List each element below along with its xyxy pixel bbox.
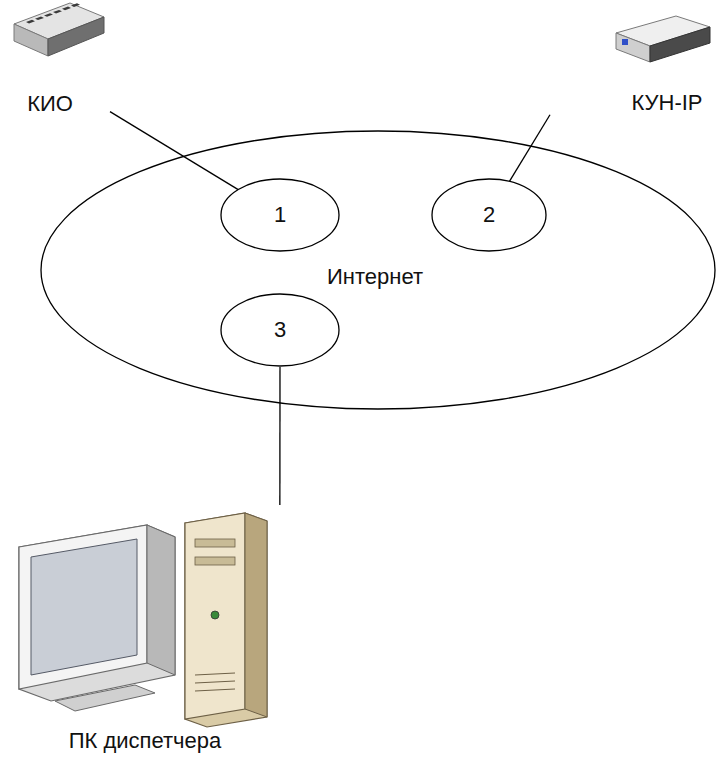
icon-part xyxy=(195,689,235,691)
ellipse-shape xyxy=(221,179,339,251)
port xyxy=(71,3,80,7)
callout-number: 3 xyxy=(274,317,286,342)
label-box: КУН-IP xyxy=(631,90,702,115)
kio-icon xyxy=(10,0,110,70)
icon-part xyxy=(245,513,267,717)
callout-number: 1 xyxy=(274,202,286,227)
device-node: КИО xyxy=(10,0,110,124)
node-label: КУН-IP xyxy=(631,90,702,115)
label-box: Интернет xyxy=(327,264,423,289)
node-label: КИО xyxy=(27,91,73,116)
icon-part xyxy=(19,525,147,689)
icon-part xyxy=(616,33,650,62)
label-box: 2 xyxy=(483,202,495,227)
ellipse-shape xyxy=(221,294,339,366)
label-box: КИО xyxy=(27,91,73,116)
pc-icon xyxy=(15,505,285,727)
icon-part xyxy=(622,39,628,45)
port xyxy=(44,13,53,17)
icon-part xyxy=(195,539,235,547)
label-box: 3 xyxy=(274,317,286,342)
segment-ellipse: 3 xyxy=(220,293,340,367)
icon-part xyxy=(211,611,219,619)
icon-part xyxy=(185,513,267,727)
icon-part xyxy=(31,539,137,675)
ellipse-shape xyxy=(432,179,546,251)
icon-part xyxy=(19,525,175,701)
connector-line xyxy=(279,367,280,505)
icon-part xyxy=(195,681,235,683)
segment-ellipse: 1 xyxy=(220,178,340,252)
label-box: 1 xyxy=(274,202,286,227)
node-label: Интернет xyxy=(327,264,423,289)
segment-ellipse: 2 xyxy=(431,178,547,252)
icon-part xyxy=(48,17,104,56)
node-label: ПК диспетчера xyxy=(69,728,222,753)
connector-line xyxy=(110,112,238,190)
icon-part xyxy=(195,673,235,675)
icon-part xyxy=(14,24,48,56)
network-ellipse: 1 2 3 Интернет xyxy=(40,130,716,410)
label-box: ПК диспетчера xyxy=(69,728,222,753)
icon-part xyxy=(147,525,175,675)
connector-line xyxy=(509,115,550,182)
port xyxy=(26,20,35,24)
port xyxy=(35,17,44,21)
callout-number: 2 xyxy=(483,202,495,227)
port xyxy=(62,7,71,11)
icon-part xyxy=(55,685,155,711)
kun-icon xyxy=(550,15,715,75)
computer-node: ПК диспетчера xyxy=(15,505,285,753)
device-node: КУН-IP xyxy=(550,15,715,120)
ellipse-shape xyxy=(41,131,715,409)
icon-part xyxy=(195,557,235,565)
icon-part xyxy=(650,27,710,62)
icon-part xyxy=(185,513,245,719)
port xyxy=(53,10,62,14)
